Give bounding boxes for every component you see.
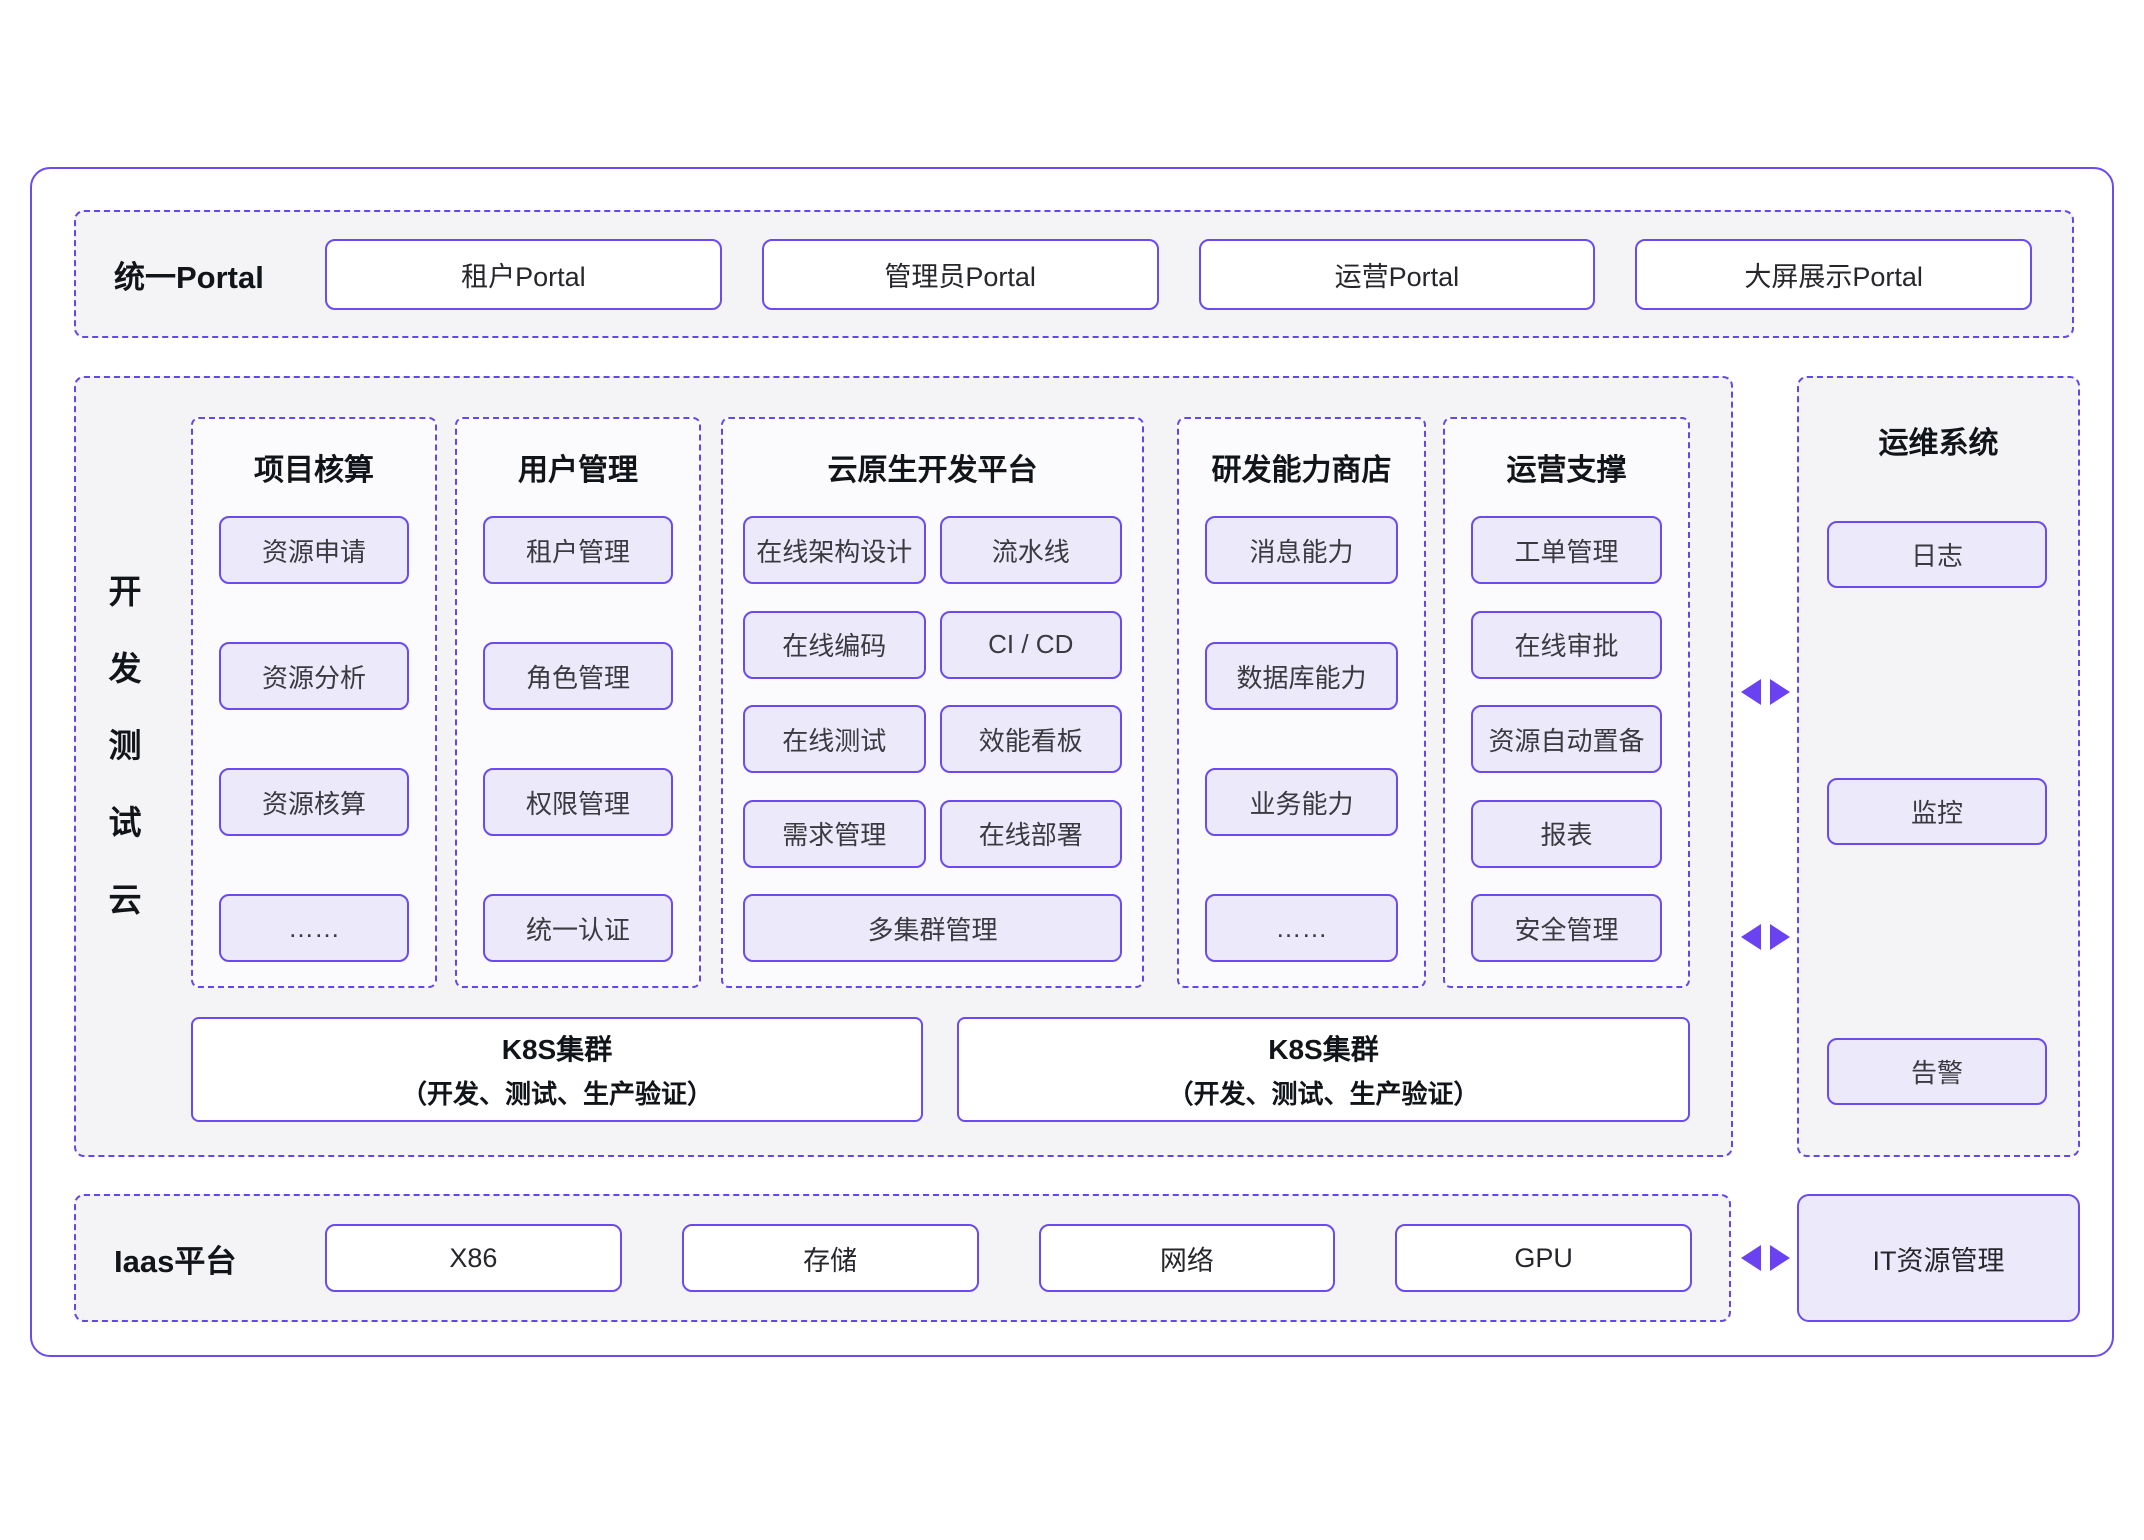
chip-row: 在线架构设计 流水线 [743,516,1122,584]
chip-online-coding: 在线编码 [743,610,926,679]
column-title: 项目核算 [254,454,374,487]
chip-resource-analysis: 资源分析 [219,642,409,710]
iaas-platform-section: Iaas平台 X86 存储 网络 GPU [74,1194,1731,1322]
k8s-cluster-title: K8S集群 [501,1034,613,1065]
chip-role-management: 角色管理 [483,642,673,710]
it-resource-management-box: IT资源管理 [1797,1194,2080,1322]
iaas-box-network: 网络 [1038,1224,1336,1292]
arrow-left-icon [1741,924,1761,950]
k8s-cluster-subtitle: （开发、测试、生产验证） [400,1079,713,1109]
chip-efficiency-board: 效能看板 [939,705,1122,773]
chip-ci-cd: CI / CD [939,610,1122,679]
column-chip-list: 租户管理 角色管理 权限管理 统一认证 [483,516,673,962]
chip-business-capability: 业务能力 [1205,768,1398,836]
chip-auto-provisioning: 资源自动置备 [1471,705,1662,773]
column-chip-list: 工单管理 在线审批 资源自动置备 报表 安全管理 [1471,516,1662,962]
chip-database-capability: 数据库能力 [1205,642,1398,710]
chip-online-approval: 在线审批 [1471,610,1662,679]
k8s-cluster-box-2: K8S集群 （开发、测试、生产验证） [957,1017,1690,1122]
bidirectional-arrow-icon [1741,924,1790,950]
arrow-left-icon [1741,679,1761,705]
column-chip-list: 消息能力 数据库能力 业务能力 …… [1205,516,1398,962]
chip-ellipsis: …… [1205,894,1398,962]
chip-alerting: 告警 [1827,1038,2047,1105]
chip-online-architecture: 在线架构设计 [743,516,926,584]
chip-message-capability: 消息能力 [1205,516,1398,584]
column-title: 运营支撑 [1506,454,1627,487]
bidirectional-arrow-icon [1741,1245,1790,1271]
column-chip-grid: 在线架构设计 流水线 在线编码 CI / CD 在线测试 效能看板 需求管理 在… [743,516,1122,962]
chip-unified-auth: 统一认证 [483,894,673,962]
column-project-accounting: 项目核算 资源申请 资源分析 资源核算 …… [191,417,437,988]
arrow-right-icon [1770,679,1790,705]
column-title: 用户管理 [518,454,638,487]
chip-pipeline: 流水线 [939,516,1122,584]
column-chip-list: 资源申请 资源分析 资源核算 …… [219,516,409,962]
chip-row: 在线测试 效能看板 [743,705,1122,773]
chip-resource-accounting: 资源核算 [219,768,409,836]
ops-system-section: 运维系统 日志 监控 告警 [1797,376,2080,1157]
iaas-box-gpu: GPU [1395,1224,1692,1292]
ops-system-title: 运维系统 [1878,427,1999,460]
portal-box-bigscreen: 大屏展示Portal [1635,238,2032,310]
chip-report: 报表 [1471,799,1662,868]
chip-ticket-management: 工单管理 [1471,516,1662,584]
chip-row: 需求管理 在线部署 [743,799,1122,868]
arrow-left-icon [1741,1245,1761,1271]
bidirectional-arrow-icon [1741,679,1790,705]
iaas-box-row: X86 存储 网络 GPU [325,1224,1692,1292]
column-operation-support: 运营支撑 工单管理 在线审批 资源自动置备 报表 安全管理 [1443,417,1690,988]
column-user-management: 用户管理 租户管理 角色管理 权限管理 统一认证 [455,417,701,988]
chip-online-deploy: 在线部署 [939,799,1122,868]
column-title: 云原生开发平台 [827,454,1038,487]
chip-security-management: 安全管理 [1471,894,1662,962]
iaas-box-x86: X86 [325,1224,622,1292]
chip-requirement-management: 需求管理 [743,799,926,868]
chip-row: 在线编码 CI / CD [743,610,1122,679]
column-cloud-native-platform: 云原生开发平台 在线架构设计 流水线 在线编码 CI / CD 在线测试 效能看… [721,417,1144,988]
iaas-platform-label: Iaas平台 [114,1243,237,1279]
portal-section: 统一Portal 租户Portal 管理员Portal 运营Portal 大屏展… [74,210,2074,338]
chip-monitoring: 监控 [1827,778,2047,845]
chip-multi-cluster-management: 多集群管理 [743,894,1122,962]
dev-test-cloud-section: 开发测试云 项目核算 资源申请 资源分析 资源核算 …… 用户管理 租户管理 角… [74,376,1733,1157]
column-capability-store: 研发能力商店 消息能力 数据库能力 业务能力 …… [1177,417,1426,988]
chip-permission-management: 权限管理 [483,768,673,836]
dev-test-cloud-label: 开发测试云 [104,574,141,959]
chip-logs: 日志 [1827,521,2047,588]
chip-ellipsis: …… [219,894,409,962]
portal-box-operation: 运营Portal [1198,238,1596,310]
column-title: 研发能力商店 [1211,454,1392,487]
arrow-right-icon [1770,1245,1790,1271]
k8s-cluster-subtitle: （开发、测试、生产验证） [1167,1079,1480,1109]
architecture-diagram-frame: 统一Portal 租户Portal 管理员Portal 运营Portal 大屏展… [30,167,2114,1357]
portal-box-row: 租户Portal 管理员Portal 运营Portal 大屏展示Portal [325,238,2032,310]
portal-section-label: 统一Portal [114,259,264,295]
k8s-cluster-box-1: K8S集群 （开发、测试、生产验证） [191,1017,923,1122]
portal-box-admin: 管理员Portal [761,238,1159,310]
chip-tenant-management: 租户管理 [483,516,673,584]
chip-resource-apply: 资源申请 [219,516,409,584]
portal-box-tenant: 租户Portal [325,238,722,310]
iaas-box-storage: 存储 [681,1224,979,1292]
k8s-cluster-title: K8S集群 [1268,1034,1379,1065]
chip-online-testing: 在线测试 [743,705,926,773]
arrow-right-icon [1770,924,1790,950]
